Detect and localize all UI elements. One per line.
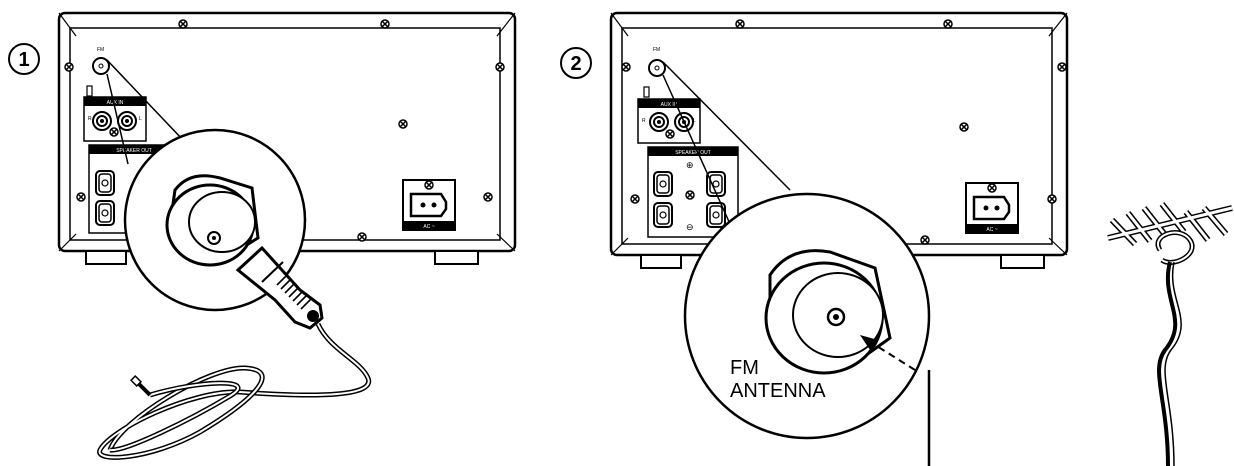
magnifier-circle-2: FM ANTENNA [683, 192, 931, 440]
screw-icon [357, 232, 367, 242]
fm-antenna-label-line1: FM [730, 357, 759, 379]
ac-label: AC ~ [986, 227, 997, 233]
screw-icon [920, 235, 930, 245]
insert-arrow [871, 342, 916, 371]
screw-icon [1047, 194, 1057, 204]
screw-icon [64, 62, 74, 72]
screw-icon [76, 192, 86, 202]
outdoor-antenna-icon [1107, 202, 1233, 466]
minus-symbol: ⊖ [686, 222, 694, 232]
step-1-number: 1 [18, 49, 29, 71]
fm-antenna-jack [648, 59, 666, 77]
switch-icon [643, 86, 650, 98]
ac-inlet: AC ~ [965, 182, 1019, 234]
fm-antenna-label-line2: ANTENNA [730, 380, 826, 402]
aux-l-label: L [693, 118, 696, 124]
callout-line [106, 73, 129, 165]
step-2-group: 2 FM [560, 11, 1233, 466]
plus-symbol: ⊕ [686, 160, 694, 170]
screw-icon [630, 194, 640, 204]
screw-icon [483, 192, 493, 202]
step-1-badge: 1 [8, 43, 40, 75]
fm-jack-label: FM [97, 47, 104, 53]
speaker-out-label: SPEAKER OUT [675, 150, 711, 156]
switch-icon [86, 85, 93, 97]
ac-inlet: AC ~ [402, 179, 456, 231]
screw-icon [685, 190, 695, 200]
speaker-out-block: SPEAKER OUT ⊕ ⊖ [647, 146, 739, 238]
screw-icon [735, 19, 745, 29]
fm-jack-label: FM [653, 47, 660, 53]
speaker-terminal-icon [653, 202, 673, 228]
fm-antenna-jack [92, 57, 110, 75]
aux-in-label: AUX IN [107, 100, 124, 106]
magnifier-circle-1 [123, 128, 324, 330]
screw-icon [959, 122, 969, 132]
speaker-terminal-icon [95, 200, 115, 226]
step-1-group: 1 FM [8, 11, 517, 460]
screw-icon [943, 19, 953, 29]
screw-icon [1057, 62, 1067, 72]
step-2-badge: 2 [560, 47, 592, 79]
aux-r-label: R [88, 116, 92, 122]
callout-line [662, 61, 791, 191]
aux-r-label: R [642, 118, 646, 124]
screw-icon [495, 62, 505, 72]
screw-icon [109, 127, 119, 137]
unit-2-rear-panel: FM AUX IN R L SPEAKER OUT [609, 11, 1069, 269]
fm-antenna-plug [235, 245, 324, 330]
speaker-out-label: SPEAKER OUT [116, 148, 152, 154]
step-2-number: 2 [570, 53, 581, 75]
speaker-terminal-icon [653, 171, 673, 197]
screw-icon [178, 19, 188, 29]
rca-jack-icon [117, 111, 137, 131]
aux-in-block: AUX IN R L [637, 98, 701, 144]
aux-in-label: AUX IN [661, 102, 678, 108]
rca-jack-icon [649, 112, 669, 132]
speaker-terminal-icon [95, 170, 115, 196]
rca-jack-icon [92, 111, 112, 131]
screw-icon [987, 183, 997, 193]
screw-icon [621, 62, 631, 72]
callout-line [106, 59, 184, 141]
callout-line [662, 74, 736, 236]
ac-label: AC ~ [423, 224, 434, 230]
fm-wire-antenna [97, 322, 372, 460]
aux-in-block: AUX IN R L [83, 96, 147, 142]
screw-icon [424, 180, 434, 190]
screw-icon [665, 129, 675, 139]
screw-icon [398, 119, 408, 129]
screw-icon [380, 19, 390, 29]
arrow-head-icon [860, 335, 878, 350]
aux-l-label: L [139, 116, 142, 122]
